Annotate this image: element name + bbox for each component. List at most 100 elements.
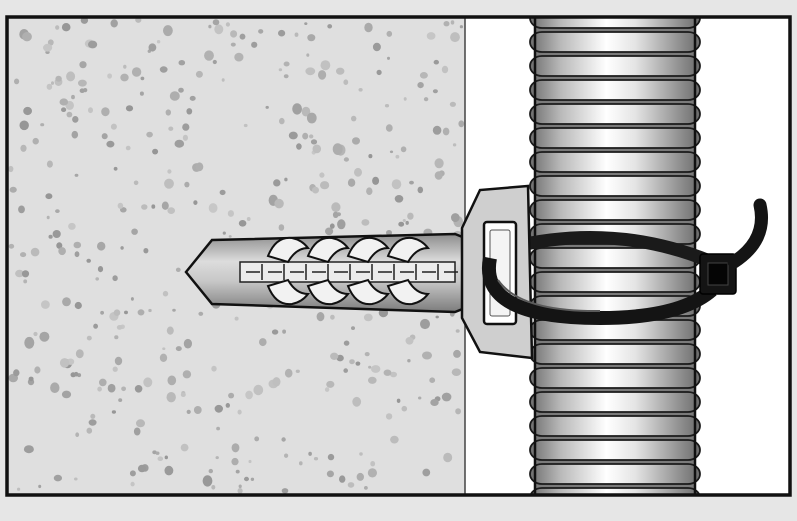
speckle [183,338,192,349]
speckle [368,376,377,384]
speckle [283,61,290,67]
speckle [53,474,63,482]
speckle [186,108,193,115]
speckle [384,104,390,108]
speckle [90,413,96,419]
cable-tie-front [481,256,717,326]
speckle [409,180,414,185]
speckle [368,365,372,369]
speckle [343,340,350,346]
speckle [106,140,115,148]
speckle [288,131,298,140]
speckle [237,409,242,415]
speckle [354,167,362,177]
speckle [182,370,192,379]
speckle [295,369,300,373]
speckle [215,456,219,460]
conduit-ridge [529,127,701,149]
speckle [97,241,106,251]
speckle [175,346,182,352]
speckle [8,243,15,249]
speckle [23,279,28,284]
speckle [137,309,145,316]
speckle [386,230,392,236]
speckle [332,211,339,218]
speckle [227,210,234,217]
speckle [225,22,230,27]
speckle [129,470,136,477]
speckle [273,179,281,187]
speckle [172,308,176,312]
speckle [20,252,27,258]
speckle [351,115,357,122]
speckle [23,106,32,116]
speckle [324,387,330,392]
speckle [326,380,335,388]
speckle [8,165,14,173]
speckle [442,127,450,136]
speckle [449,101,456,107]
speckle [41,300,50,309]
speckle [433,59,439,65]
speckle [47,39,54,46]
speckle [219,189,226,196]
speckle [386,30,393,37]
speckle [22,32,32,42]
conduit-ridge [529,55,701,77]
speckle [45,193,53,200]
conduit-ridge [529,343,701,365]
speckle [15,269,24,278]
speckle [383,369,392,376]
speckle [274,198,284,209]
speckle [212,59,217,65]
speckle [9,186,17,193]
speckle [265,105,269,109]
speckle [66,111,73,118]
speckle [234,52,244,62]
speckle [110,19,118,28]
speckle [452,143,457,147]
speckle [68,222,76,230]
conduit-ridge [529,151,701,173]
speckle [307,34,316,42]
speckle [48,234,53,239]
speckle [301,106,311,117]
speckle [331,202,341,213]
speckle [111,410,116,414]
speckle [164,178,174,189]
speckle [284,177,288,182]
speckle [34,366,41,374]
speckle [189,95,196,101]
speckle [74,173,79,177]
speckle [71,130,79,139]
speckle [390,371,397,378]
speckle [17,487,21,491]
speckle [371,365,381,373]
speckle [214,404,223,413]
speckle [390,435,399,444]
speckle [79,88,85,93]
speckle [221,78,225,82]
conduit-ridge [529,367,701,389]
speckle [259,338,267,347]
speckle [178,60,186,66]
conduit-ridge [529,463,701,485]
speckle [86,335,92,341]
speckle [407,212,414,220]
speckle [312,144,322,154]
speckle [395,154,400,159]
speckle [167,169,172,174]
speckle [292,103,302,115]
speckle [78,79,87,87]
speckle [117,202,124,209]
speckle [398,221,405,227]
speckle [372,176,380,185]
speckle [143,377,153,388]
speckle [125,145,131,151]
corrugated-conduit [529,17,701,495]
speckle [238,220,247,227]
speckle [450,20,455,25]
speckle [400,146,407,153]
speckle [114,335,119,340]
